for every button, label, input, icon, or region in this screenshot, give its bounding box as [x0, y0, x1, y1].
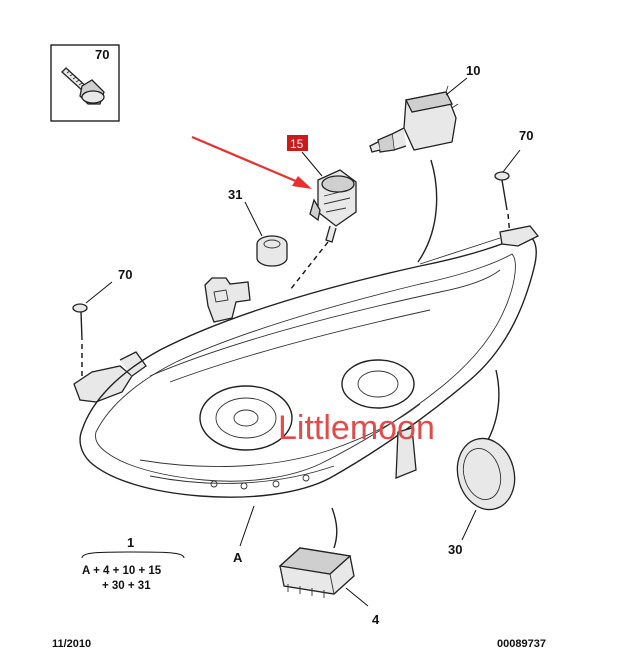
callout-4: 4: [372, 612, 380, 627]
highlighted-callout-15: 15: [287, 135, 323, 177]
callout-A: A: [233, 550, 243, 565]
formula-line-2: + 30 + 31: [102, 580, 151, 592]
screw-left-part: 70: [72, 267, 132, 380]
ballast-module-part: 4: [278, 507, 380, 627]
callout-70-inset: 70: [95, 47, 109, 62]
assembly-formula: 1 A + 4 + 10 + 15 + 30 + 31: [81, 535, 185, 592]
screw-right-part: 70: [494, 128, 533, 237]
footer-date: 11/2010: [52, 638, 91, 650]
large-cap-part: 30: [448, 369, 516, 557]
headlamp-housing: [73, 225, 540, 498]
formula-line-1: A + 4 + 10 + 15: [82, 565, 162, 577]
formula-number: 1: [127, 535, 134, 550]
small-cap-part: 31: [228, 187, 288, 267]
callout-70-right: 70: [519, 128, 533, 143]
callout-70-left: 70: [118, 267, 132, 282]
footer-reference: 00089737: [497, 638, 546, 650]
callout-31: 31: [228, 187, 242, 202]
socket-part: [289, 169, 357, 291]
highlight-badge: [287, 135, 308, 151]
red-arrow: [191, 135, 312, 189]
watermark-text: Littlemoon: [278, 409, 435, 447]
bolt-inset-box: 70: [50, 44, 120, 122]
callout-30: 30: [448, 542, 462, 557]
callout-15: 15: [290, 137, 304, 151]
callout-10: 10: [466, 63, 480, 78]
bulb-part: 10: [369, 63, 480, 263]
bolt-icon: [61, 67, 105, 105]
